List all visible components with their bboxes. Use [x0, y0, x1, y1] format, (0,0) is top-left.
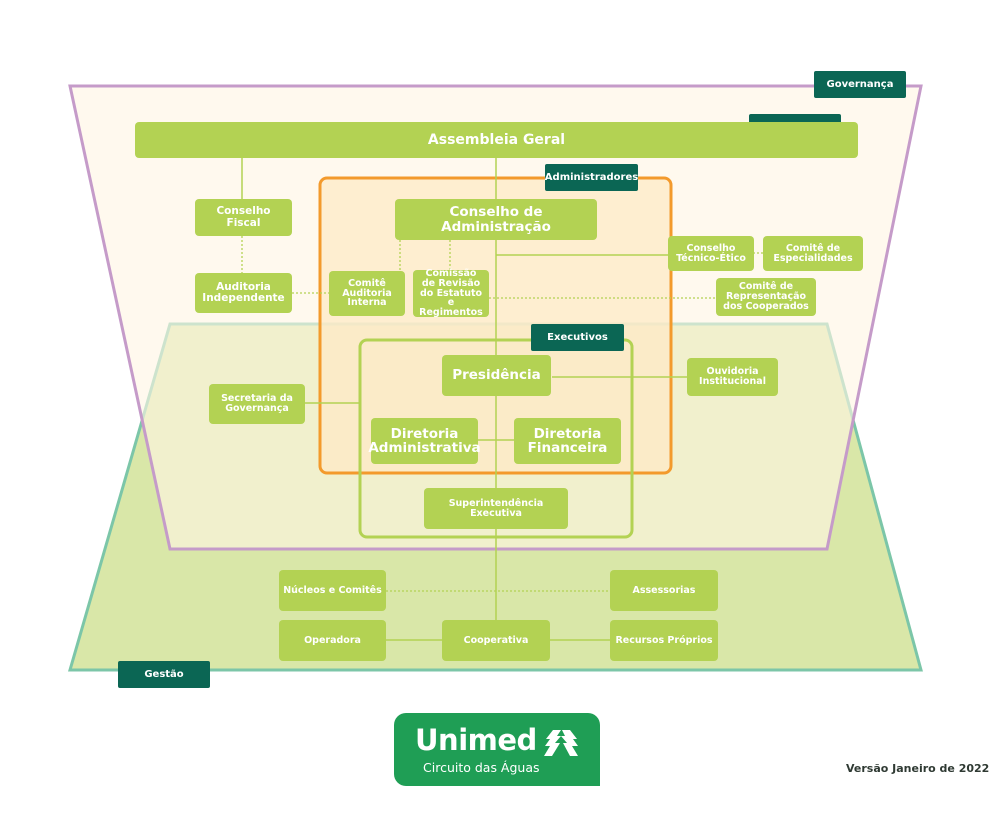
node-assembleia-geral[interactable]: Assembleia Geral	[135, 122, 858, 158]
node-comite-auditoria-interna[interactable]: Comitê Auditoria Interna	[329, 271, 405, 316]
tag-gestao: Gestão	[118, 661, 210, 688]
node-secretaria-governanca[interactable]: Secretaria da Governança	[209, 384, 305, 424]
node-cooperativa[interactable]: Cooperativa	[442, 620, 550, 661]
node-nucleos-comites[interactable]: Núcleos e Comitês	[279, 570, 386, 611]
node-superintendencia[interactable]: Superintendência Executiva	[424, 488, 568, 529]
unimed-logo: Unimed Circuito das Águas	[394, 713, 600, 786]
node-comissao-revisao[interactable]: Comissão de Revisão do Estatuto e Regime…	[413, 268, 489, 318]
logo-subtitle: Circuito das Águas	[423, 760, 540, 775]
unimed-pine-icon	[544, 730, 578, 756]
node-assessorias[interactable]: Assessorias	[610, 570, 718, 611]
node-diretoria-financeira[interactable]: Diretoria Financeira	[514, 418, 621, 464]
tag-governanca: Governança	[814, 71, 906, 98]
node-operadora[interactable]: Operadora	[279, 620, 386, 661]
node-comite-representacao[interactable]: Comitê de Representação dos Cooperados	[716, 278, 816, 316]
node-recursos-proprios[interactable]: Recursos Próprios	[610, 620, 718, 661]
node-auditoria-independente[interactable]: Auditoria Independente	[195, 273, 292, 313]
tag-administradores: Administradores	[545, 164, 638, 191]
node-conselho-administracao[interactable]: Conselho de Administração	[395, 199, 597, 240]
node-conselho-fiscal[interactable]: Conselho Fiscal	[195, 199, 292, 236]
node-diretoria-administrativa[interactable]: Diretoria Administrativa	[368, 418, 481, 464]
node-presidencia[interactable]: Presidência	[442, 355, 551, 396]
node-comite-especialidades[interactable]: Comitê de Especialidades	[763, 236, 863, 271]
logo-name: Unimed	[415, 723, 537, 757]
node-ouvidoria[interactable]: Ouvidoria Institucional	[687, 358, 778, 396]
version-label: Versão Janeiro de 2022	[846, 762, 990, 775]
node-conselho-tecnico-etico[interactable]: Conselho Técnico-Ético	[668, 236, 754, 271]
tag-executivos: Executivos	[531, 324, 624, 351]
